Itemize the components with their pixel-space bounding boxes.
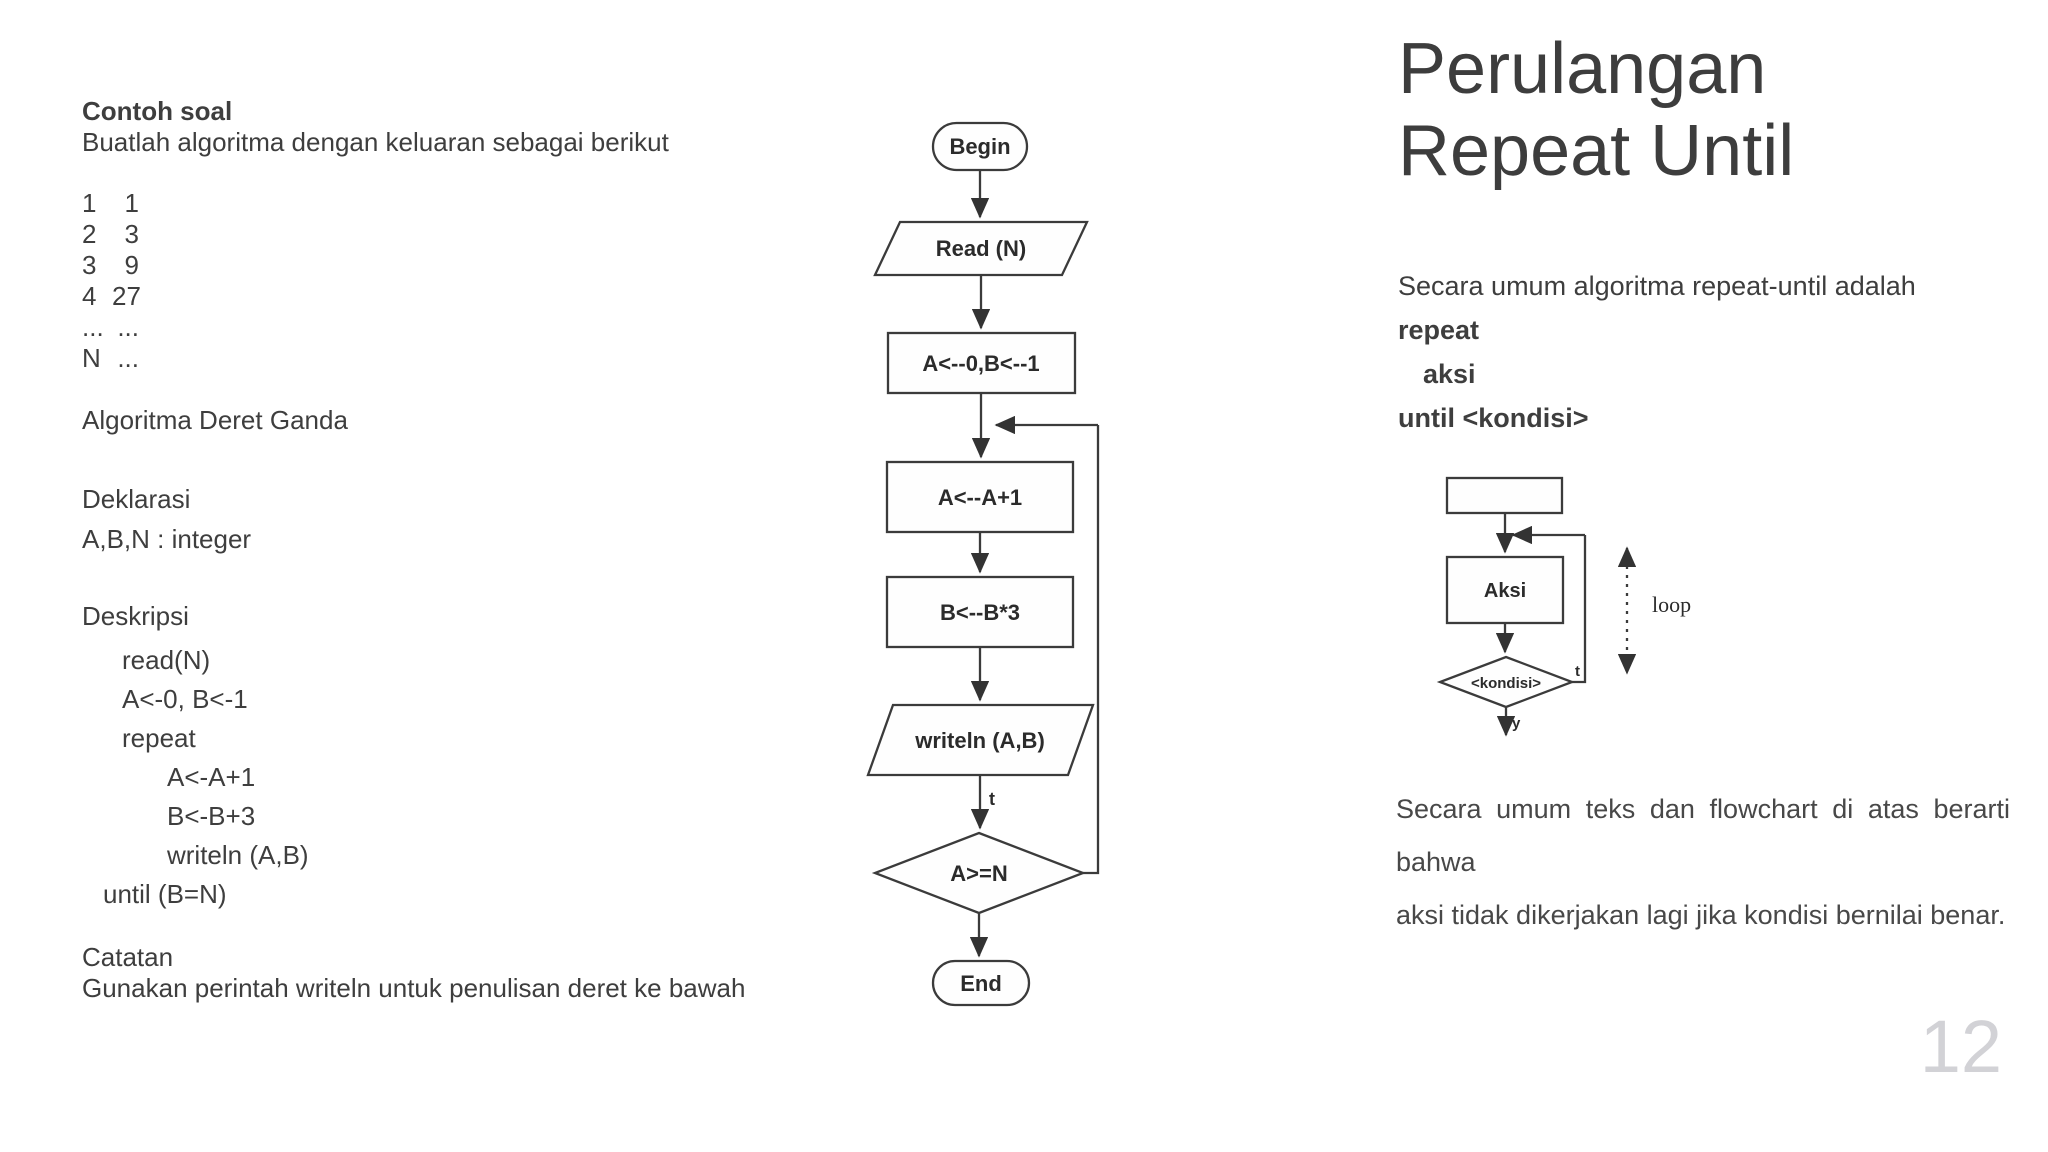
- code-line: B<-B+3: [167, 801, 256, 831]
- step1-label: A<--A+1: [938, 485, 1022, 510]
- end-label: End: [960, 971, 1002, 996]
- init-label: A<--0,B<--1: [922, 351, 1039, 376]
- writeln-io-shape: [866, 703, 1095, 777]
- main-flowchart: t Begin Read (N) A<--0,B<--1 A<--A+1 B<-…: [866, 121, 1100, 1007]
- mini-kondisi-decision-shape: [1436, 655, 1576, 709]
- catatan-label: Catatan: [82, 942, 174, 972]
- begin-terminator-shape: [931, 121, 1029, 172]
- loopback-line: [1083, 425, 1100, 875]
- step2-label: B<--B*3: [940, 600, 1020, 625]
- example-subheading: Buatlah algoritma dengan keluaran sebaga…: [82, 127, 669, 157]
- begin-label: Begin: [949, 134, 1010, 159]
- condition-label: A>=N: [950, 861, 1007, 886]
- loop-annotation: loop: [1652, 592, 1691, 617]
- slide-title-line2: Repeat Until: [1398, 111, 1795, 191]
- deklarasi-label: Deklarasi: [82, 484, 191, 514]
- pseudocode-block: read(N) A<-0, B<-1 repeat A<-A+1 B<-B+3 …: [82, 641, 309, 914]
- conclusion-line2: aksi tidak dikerjakan lagi jika kondisi …: [1396, 900, 2006, 930]
- mini-empty-process-shape: [1445, 476, 1564, 515]
- repeat-until-intro: Secara umum algoritma repeat-until adala…: [1398, 271, 1916, 301]
- read-io-shape: [873, 220, 1089, 277]
- code-line: writeln (A,B): [167, 840, 309, 870]
- conclusion-paragraph: Secara umum teks dan flowchart di atas b…: [1396, 783, 2010, 942]
- writeln-label: writeln (A,B): [914, 728, 1045, 753]
- mini-kondisi-label: <kondisi>: [1471, 675, 1541, 692]
- catatan-text: Gunakan perintah writeln untuk penulisan…: [82, 973, 746, 1003]
- slide-title: Perulangan Repeat Until: [1398, 28, 1794, 192]
- read-label: Read (N): [936, 236, 1026, 261]
- deskripsi-label: Deskripsi: [82, 601, 189, 631]
- table-row: N...: [82, 343, 139, 373]
- code-line: repeat: [122, 723, 196, 753]
- algorithm-title: Algoritma Deret Ganda: [82, 405, 348, 435]
- mini-loopback-line: [1572, 535, 1587, 684]
- deklarasi-line: A,B,N : integer: [82, 524, 252, 554]
- page-number: 12: [1919, 1005, 2002, 1088]
- mini-aksi-process-shape: [1445, 555, 1565, 625]
- mini-true-label: t: [1575, 663, 1580, 680]
- init-process-shape: [886, 331, 1077, 395]
- end-terminator-shape: [931, 959, 1031, 1007]
- mini-aksi-label: Aksi: [1484, 580, 1526, 602]
- pseudo-repeat: repeat: [1398, 315, 1480, 345]
- pseudo-aksi: aksi: [1423, 359, 1476, 389]
- code-line: until (B=N): [103, 879, 227, 909]
- mini-flowchart: Aksi <kondisi> t y loop: [1436, 476, 1691, 737]
- slide-title-line1: Perulangan: [1398, 29, 1767, 109]
- true-branch-label: t: [989, 789, 995, 809]
- code-line: A<-A+1: [167, 762, 256, 792]
- code-line: A<-0, B<-1: [122, 684, 248, 714]
- code-line: read(N): [122, 645, 211, 675]
- step2-process-shape: [885, 575, 1075, 649]
- condition-decision-shape: [871, 831, 1087, 915]
- pseudo-until: until <kondisi>: [1398, 403, 1589, 433]
- mini-yes-label: y: [1512, 715, 1521, 732]
- step1-process-shape: [885, 460, 1075, 534]
- conclusion-line1: Secara umum teks dan flowchart di atas b…: [1396, 794, 2010, 877]
- table-row: ......: [82, 312, 139, 342]
- example-heading: Contoh soal: [82, 96, 233, 126]
